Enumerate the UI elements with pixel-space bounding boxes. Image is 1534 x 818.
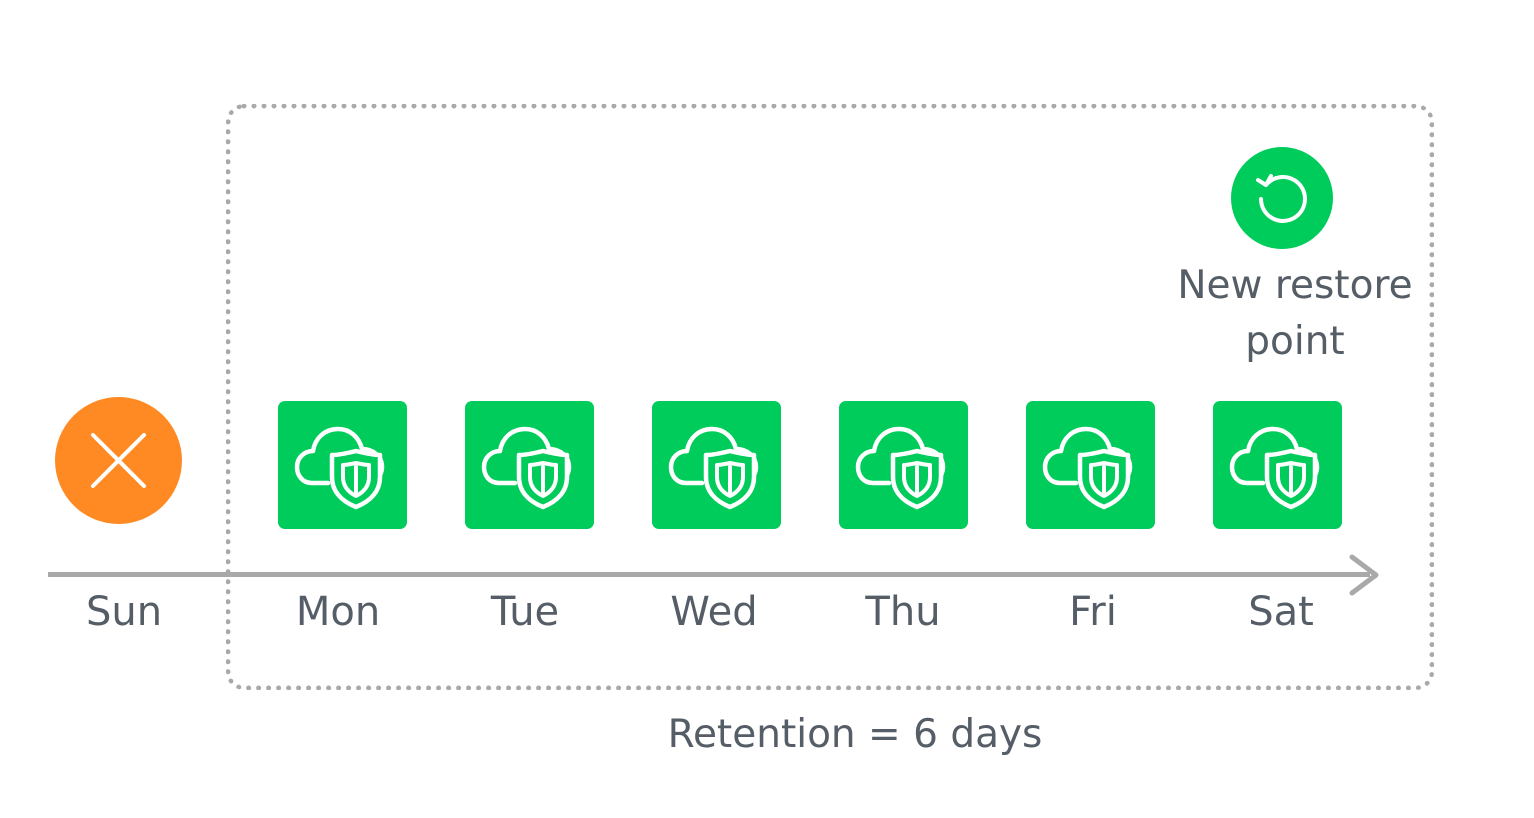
day-label-mon: Mon <box>295 589 381 635</box>
cloud-shield-icon <box>1042 426 1133 510</box>
close-icon <box>91 433 146 488</box>
restore-point-tile <box>652 401 781 529</box>
cloud-shield-icon <box>668 426 759 510</box>
day-label-sun: Sun <box>85 589 163 635</box>
timeline-axis <box>48 572 1370 577</box>
new-restore-point-badge <box>1231 147 1333 249</box>
restore-point-tile <box>465 401 594 529</box>
retention-label: Retention = 6 days <box>667 712 1043 757</box>
cloud-shield-icon <box>294 426 385 510</box>
day-label-sat: Sat <box>1248 589 1314 635</box>
day-label-tue: Tue <box>490 589 560 635</box>
cloud-shield-icon <box>1229 426 1320 510</box>
new-restore-point-line2: point <box>1245 319 1345 364</box>
restore-icon <box>1256 174 1307 223</box>
day-label-fri: Fri <box>1069 589 1117 635</box>
cloud-shield-icon <box>855 426 946 510</box>
retention-window <box>226 104 1434 690</box>
day-label-wed: Wed <box>670 589 758 635</box>
restore-point-tile <box>1213 401 1342 529</box>
cloud-shield-icon <box>481 426 572 510</box>
deleted-restore-point <box>55 397 182 524</box>
new-restore-point-line1: New restore <box>1177 263 1413 308</box>
restore-point-tile <box>839 401 968 529</box>
restore-point-tile <box>278 401 407 529</box>
restore-point-tile <box>1026 401 1155 529</box>
arrow-right-icon <box>1349 554 1379 596</box>
day-label-thu: Thu <box>865 589 941 635</box>
new-restore-point-label: New restore point <box>1140 258 1450 370</box>
